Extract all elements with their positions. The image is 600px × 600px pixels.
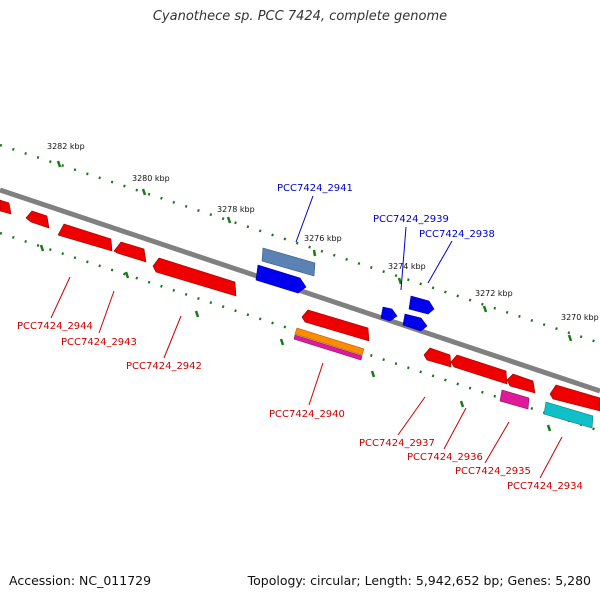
gene-label[interactable]: PCC7424_2942 — [126, 361, 202, 372]
accession-info: Accession: NC_011729 — [9, 573, 152, 588]
reverse-genes — [0, 199, 600, 429]
gene-label[interactable]: PCC7424_2943 — [61, 337, 137, 348]
major-tick — [459, 400, 465, 408]
gene-label[interactable]: PCC7424_2939 — [373, 214, 449, 225]
scale-label: 3270 kbp — [561, 313, 599, 322]
gene-magenta[interactable] — [293, 334, 363, 361]
gene-PCC7424_2934[interactable] — [543, 401, 594, 429]
scale-label: 3280 kbp — [132, 174, 170, 183]
major-tick — [279, 338, 285, 346]
major-tick — [194, 310, 200, 318]
gene-label[interactable]: PCC7424_2938 — [419, 229, 495, 240]
gene-arrow[interactable] — [255, 264, 307, 294]
gene-PCC7424_2941[interactable] — [261, 247, 316, 277]
gene-label[interactable]: PCC7424_2941 — [277, 183, 353, 194]
gene-PCC7424_2938[interactable] — [408, 295, 435, 315]
gene-label[interactable]: PCC7424_2935 — [455, 466, 531, 477]
forward-leaders — [295, 195, 453, 291]
gene-PCC7424_2936[interactable] — [450, 354, 508, 385]
gene-PCC7424_2942[interactable] — [152, 257, 237, 297]
lower-scale-track — [0, 231, 600, 433]
gene-edge-right[interactable] — [549, 384, 600, 412]
major-tick — [567, 334, 573, 342]
scale-label: 3274 kbp — [388, 262, 426, 271]
gene-PCC7424_2939[interactable] — [380, 306, 398, 322]
gene-PCC7424_2937[interactable] — [423, 347, 452, 368]
major-ticks — [39, 160, 573, 432]
gene-label[interactable]: PCC7424_2934 — [507, 481, 583, 492]
gene-PCC7424_2943[interactable] — [57, 223, 113, 252]
major-tick — [124, 271, 130, 279]
gene-PCC7424_2940[interactable] — [301, 309, 370, 342]
reverse-leaders — [50, 276, 563, 479]
gene-orange[interactable] — [294, 327, 365, 356]
gene-edge-left[interactable] — [0, 199, 12, 215]
gene-label[interactable]: PCC7424_2940 — [269, 409, 345, 420]
scale-label: 3276 kbp — [304, 234, 342, 243]
major-tick — [226, 216, 232, 224]
major-tick — [370, 370, 376, 378]
gene-arrow[interactable] — [113, 241, 147, 263]
major-tick — [312, 249, 317, 257]
major-tick — [397, 277, 403, 285]
gene-label[interactable]: PCC7424_2944 — [17, 321, 93, 332]
scale-label: 3278 kbp — [217, 205, 255, 214]
upper-scale-track — [0, 143, 600, 345]
gene-arrow[interactable] — [402, 313, 428, 332]
scale-label: 3282 kbp — [47, 142, 85, 151]
gene-PCC7424_2935[interactable] — [499, 389, 530, 410]
major-tick — [141, 188, 147, 196]
major-tick — [56, 160, 62, 168]
topology-info: Topology: circular; Length: 5,942,652 bp… — [247, 573, 591, 588]
gene-label[interactable]: PCC7424_2937 — [359, 438, 435, 449]
genome-title: Cyanothece sp. PCC 7424, complete genome — [152, 9, 448, 24]
gene-arrow[interactable] — [506, 373, 536, 394]
forward-genes — [255, 247, 435, 332]
major-tick — [39, 244, 45, 252]
gene-label[interactable]: PCC7424_2936 — [407, 452, 483, 463]
major-tick — [482, 305, 488, 313]
major-tick — [546, 424, 552, 432]
scale-label: 3272 kbp — [475, 289, 513, 298]
gene-PCC7424_2944[interactable] — [25, 210, 50, 229]
